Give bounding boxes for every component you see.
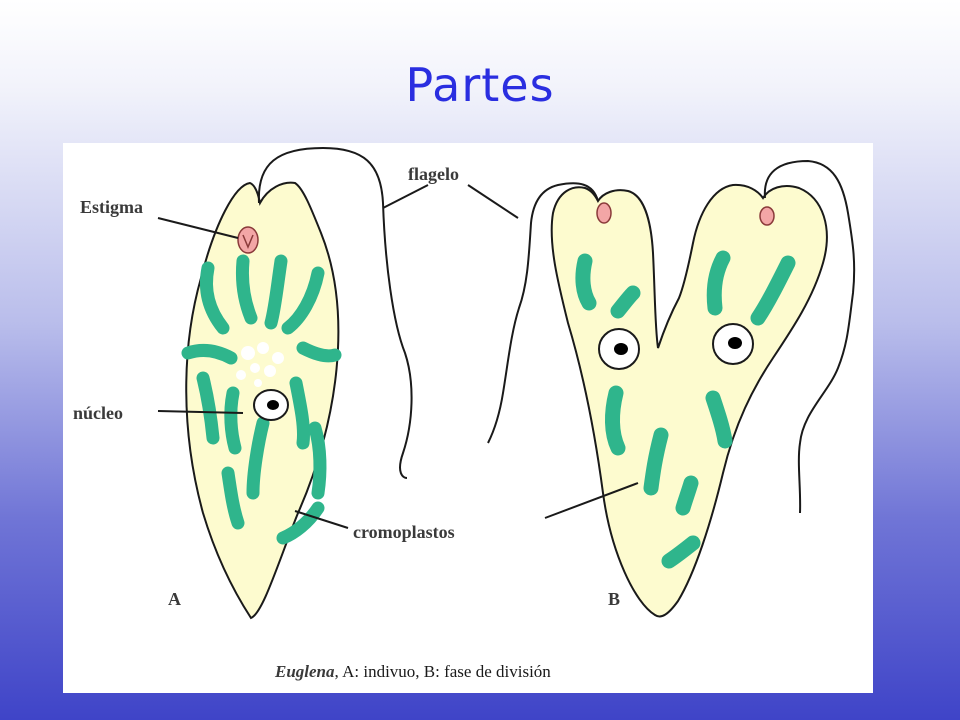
- cell-b-nucleus-right: [712, 323, 754, 365]
- cromoplastos-label: cromoplastos: [353, 522, 455, 542]
- cell-b-chloroplasts: [575, 250, 796, 569]
- cell-b: [487, 159, 856, 618]
- caption-genus: Euglena: [274, 662, 335, 681]
- estigma-leader-line: [157, 217, 239, 239]
- cell-b-flagellum-right: [763, 159, 856, 514]
- cell-b-flagellum-left: [487, 182, 599, 444]
- caption: Euglena, A: indivuo, B: fase de división: [274, 662, 551, 681]
- cell-b-nucleus-left: [598, 328, 640, 370]
- euglena-illustration: Estigma flagelo núcleo cromoplastos A B …: [73, 146, 856, 681]
- cell-b-stigma-left: [596, 202, 612, 224]
- cell-a-nucleus: [253, 389, 289, 421]
- cromoplastos-leader-line-a: [294, 510, 349, 529]
- cromoplastos-leader-line-b: [544, 482, 639, 519]
- panel-b-label: B: [608, 589, 620, 609]
- cell-b-stigma-right: [759, 206, 775, 226]
- caption-text: , A: indivuo, B: fase de división: [335, 662, 552, 681]
- cell-a-stigma: [237, 226, 259, 254]
- euglena-diagram: Estigma flagelo núcleo cromoplastos A B …: [63, 143, 873, 693]
- cell-a: [181, 146, 413, 620]
- panel-a-label: A: [168, 589, 181, 609]
- cell-a-flagellum: [257, 146, 413, 479]
- nucleo-label: núcleo: [73, 403, 123, 423]
- flagelo-leader-line-a: [382, 184, 429, 209]
- estigma-label: Estigma: [80, 197, 143, 217]
- flagelo-label: flagelo: [408, 164, 459, 184]
- flagelo-leader-line-b: [467, 184, 519, 219]
- nucleo-leader-line: [157, 410, 244, 414]
- cell-a-chloroplasts: [181, 254, 342, 545]
- cell-b-body: [550, 183, 828, 618]
- slide-title: Partes: [405, 58, 555, 112]
